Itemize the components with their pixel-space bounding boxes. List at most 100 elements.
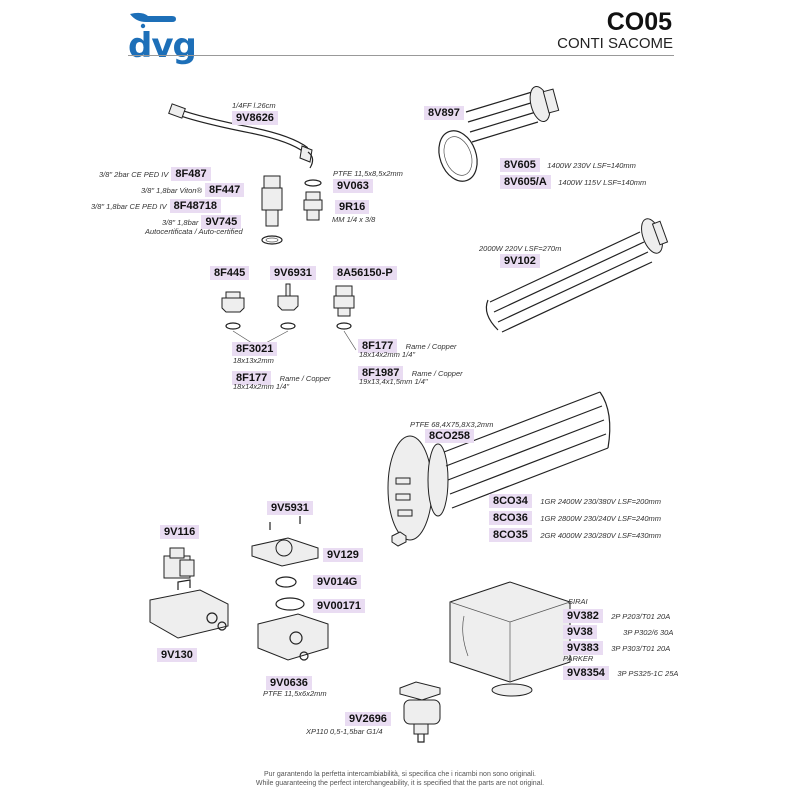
heater-spec: 1400W 230V LSF=140mm xyxy=(547,161,636,170)
solenoid-coil-drawing xyxy=(163,547,195,579)
part-label: 8V605 xyxy=(500,158,540,172)
valve-8a56150-drawing xyxy=(333,285,355,330)
part-label: 9V38 xyxy=(563,625,597,639)
part-label-screws: 9V5931 xyxy=(267,501,313,515)
part-label: 9V8354 xyxy=(563,666,609,680)
ptfe-washer-drawing xyxy=(304,179,322,187)
safety-valve-spec: 3/8" 1,8bar CE PED IV xyxy=(91,202,167,211)
part-label-valve-3: 8A56150-P xyxy=(333,266,397,280)
nipple-drawing xyxy=(303,191,323,221)
gasket-4-note: 19x13,4x1,5mm 1/4" xyxy=(359,377,428,386)
gasket-3-row: 8F177 Rame / Copper xyxy=(358,336,460,354)
part-label-nipple: 9R16 xyxy=(335,200,370,214)
part-label-gauge: 9V2696 xyxy=(345,712,391,726)
disclaimer-italian: Pur garantendo la perfetta intercambiabi… xyxy=(264,771,536,778)
hose-note: 1/4FF l.26cm xyxy=(232,101,276,110)
switch-9v8354-row: 9V8354 3P PS325-1C 25A xyxy=(563,663,681,681)
gasket-4-row: 8F1987 Rame / Copper xyxy=(358,363,466,381)
switch-spec: 3P P303/T01 20A xyxy=(611,644,671,653)
part-label-ptfe-washer: 9V063 xyxy=(333,179,373,193)
pressure-valve-drawing xyxy=(251,516,329,661)
heater-8co35-row: 8CO35 2GR 4000W 230/280V LSF=430mm xyxy=(489,525,664,543)
heater-8v605-row: 8V605 1400W 230V LSF=140mm xyxy=(500,155,639,173)
heater-8v605-drawing xyxy=(465,85,560,143)
nipple-note: MM 1/4 x 3/8 xyxy=(332,215,376,224)
heater-8co-drawing xyxy=(387,391,611,547)
switch-spec: 3P P302/6 30A xyxy=(623,628,674,637)
sirai-brand-label: SIRAI xyxy=(568,597,588,606)
ring-gasket-drawing xyxy=(438,130,478,182)
hose-drawing xyxy=(168,103,314,169)
heater-9v102-drawing xyxy=(485,218,669,333)
ptfe-washer-note: PTFE 11,5x8,5x2mm xyxy=(333,169,403,178)
part-label-heater-9v102: 9V102 xyxy=(500,254,540,268)
solenoid-body-drawing xyxy=(149,579,229,639)
part-label-valve-1: 8F445 xyxy=(210,266,250,280)
gasket-2-note: 18x14x2mm 1/4" xyxy=(233,382,290,391)
safety-valve-row-2: 3/8" 1,8bar Viton®8F447 xyxy=(141,180,245,198)
auto-certified-note: Autocertificata / Auto-certified xyxy=(145,227,243,236)
part-label: 9V383 xyxy=(563,641,603,655)
part-label: 9V745 xyxy=(201,215,242,229)
part-label-gasket-1: 8F3021 xyxy=(232,342,278,356)
part-label-membrane: 9V014G xyxy=(313,575,362,589)
part-label: 8CO34 xyxy=(489,494,532,508)
header-divider xyxy=(128,55,674,56)
part-label-big-gasket: 8CO258 xyxy=(425,429,474,443)
part-label: 8F48718 xyxy=(169,199,222,213)
part-label: 8F487 xyxy=(171,167,211,181)
part-label-ring-gasket: 8V897 xyxy=(424,106,464,120)
page-title: CO05 xyxy=(606,8,672,36)
gasket-material: Rame / Copper xyxy=(411,369,463,378)
page-subtitle: CONTI SACOME xyxy=(557,35,673,52)
gasket-material: Rame / Copper xyxy=(405,342,457,351)
heater-8co36-row: 8CO36 1GR 2800W 230/240V LSF=240mm xyxy=(489,508,664,526)
part-label: 8V605/A xyxy=(500,175,551,189)
gasket-3-note: 18x14x2mm 1/4" xyxy=(359,350,416,359)
disclaimer-english: While guaranteeing the perfect interchan… xyxy=(255,780,545,787)
part-label-valve-base: 9V0636 xyxy=(266,676,312,690)
valve-9v6931-drawing xyxy=(277,283,299,330)
parker-brand-label: PARKER xyxy=(563,654,594,663)
safety-valve-drawing xyxy=(261,175,283,245)
heater-8co34-row: 8CO34 1GR 2400W 230/380V LSF=200mm xyxy=(489,491,664,509)
part-label: 8F1987 xyxy=(358,366,404,380)
part-label: 8CO35 xyxy=(489,528,532,542)
heater-spec: 1GR 2800W 230/240V LSF=240mm xyxy=(540,514,662,523)
part-label-valve-2: 9V6931 xyxy=(270,266,316,280)
heater-spec: 2GR 4000W 230/280V LSF=430mm xyxy=(540,531,662,540)
part-label-hose: 9V8626 xyxy=(232,111,278,125)
dvg-logo-mark xyxy=(130,12,176,29)
part-label: 8F177 xyxy=(232,371,272,385)
safety-valve-spec: 3/8" 1,8bar xyxy=(162,218,199,227)
safety-valve-spec: 3/8" 1,8bar Viton® xyxy=(141,186,203,195)
switch-9v382-row: 9V382 2P P203/T01 20A xyxy=(563,606,673,624)
gasket-material: Rame / Copper xyxy=(279,374,331,383)
part-label: 8CO36 xyxy=(489,511,532,525)
part-label-solenoid-coil: 9V116 xyxy=(160,525,200,539)
gasket-1-note: 18x13x2mm xyxy=(233,356,274,365)
heater-spec: 1400W 115V LSF=140mm xyxy=(558,178,647,187)
part-label-valve-head: 9V129 xyxy=(323,548,363,562)
safety-valve-spec: 3/8" 2bar CE PED IV xyxy=(99,170,169,179)
switch-spec: 2P P203/T01 20A xyxy=(611,612,671,621)
valve-8f445-drawing xyxy=(221,291,245,330)
gauge-note: XP110 0,5-1,5bar G1/4 xyxy=(306,727,383,736)
brand-logo: dvg xyxy=(128,26,197,66)
part-label: 8F447 xyxy=(205,183,245,197)
switch-9v38-row: 9V38 3P P302/6 30A xyxy=(563,622,676,640)
part-label: 9V382 xyxy=(563,609,603,623)
heater-9v102-note: 2000W 220V LSF=270m xyxy=(479,244,562,253)
heater-8v605a-row: 8V605/A 1400W 115V LSF=140mm xyxy=(500,172,649,190)
big-gasket-note: PTFE 68,4X75,8X3,2mm xyxy=(410,420,494,429)
heater-spec: 1GR 2400W 230/380V LSF=200mm xyxy=(540,497,662,506)
part-label-oring: 9V00171 xyxy=(313,599,366,613)
part-label-solenoid-body: 9V130 xyxy=(157,648,197,662)
pressure-switch-drawing xyxy=(449,581,571,697)
gasket-2-row: 8F177 Rame / Copper xyxy=(232,368,334,386)
gauge-switch-drawing xyxy=(399,681,441,743)
